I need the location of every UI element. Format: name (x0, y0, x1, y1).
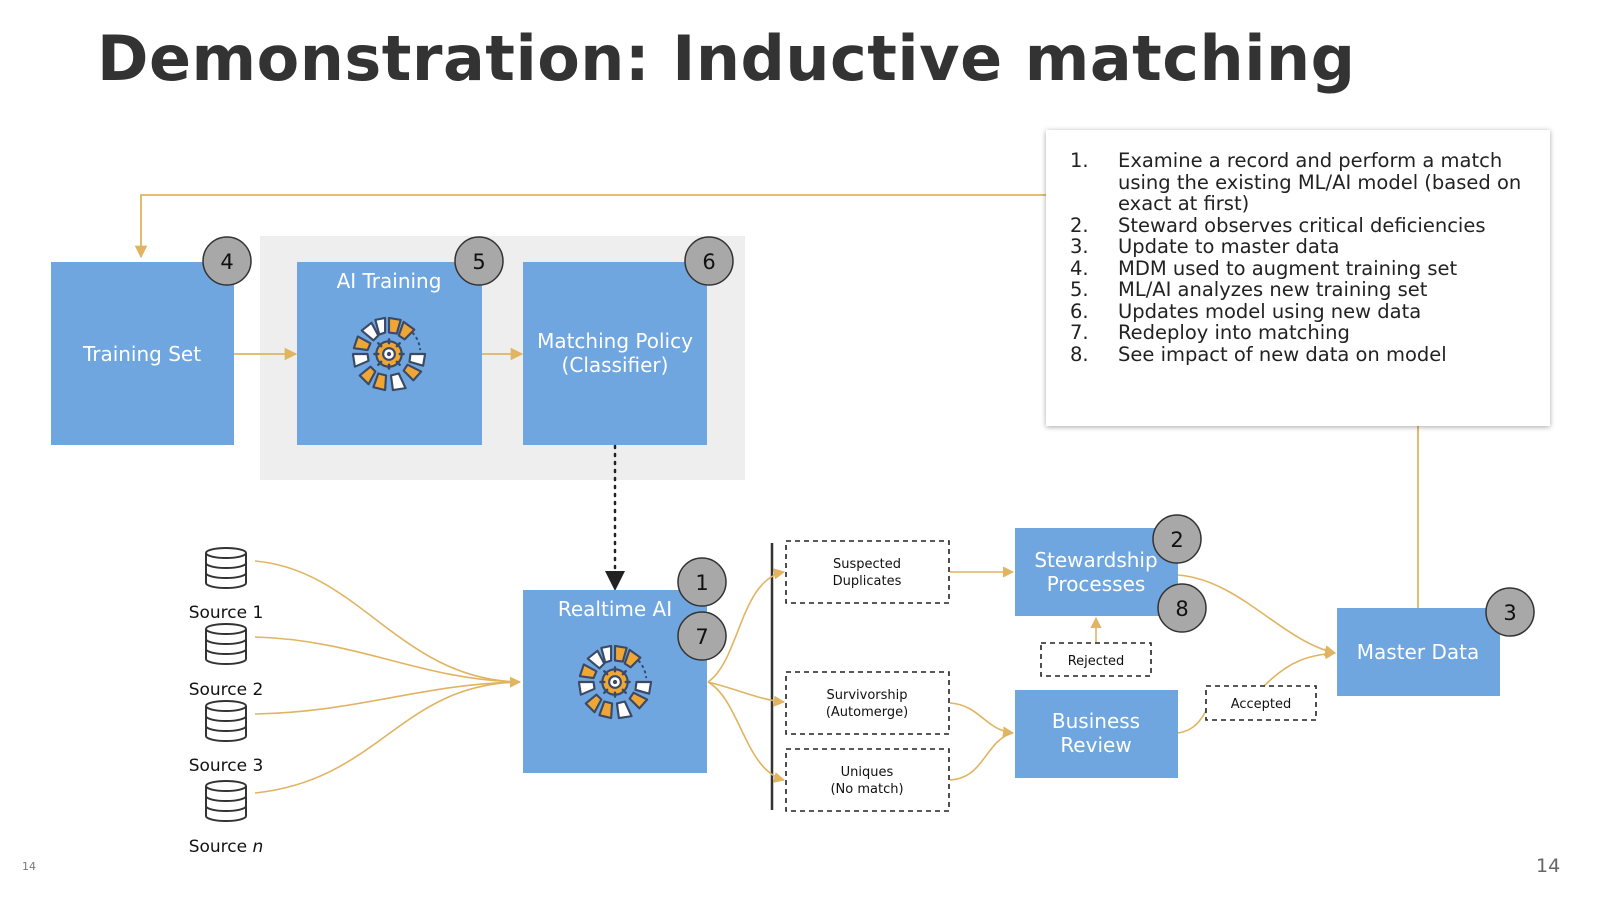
feedback-loop-line (134, 194, 1046, 259)
step-number: 4. (1070, 256, 1089, 280)
badge-8 (1157, 583, 1207, 633)
badge-1 (677, 557, 727, 607)
master-data-box: Master Data (1337, 608, 1500, 696)
realtime-ai-box: Realtime AI (523, 590, 707, 773)
step-number: 2. (1070, 213, 1089, 237)
matching-policy-box: Matching Policy (Classifier) (523, 262, 707, 445)
step-item: 1. Examine a record and perform a match u… (1070, 150, 1532, 215)
step-number: 7. (1070, 321, 1089, 344)
source-1-label: Source 1 (189, 603, 264, 623)
step-text: Redeploy into matching (1118, 321, 1350, 344)
badge-4-text: 4 (220, 250, 233, 274)
outcome-to-review-connectors (949, 566, 1337, 781)
step-item: 8. See impact of new data on model (1070, 342, 1532, 366)
step-item: 5. ML/AI analyzes new training set (1070, 279, 1532, 301)
uniques-label-line1: Uniques (841, 765, 894, 780)
page-number-left: 14 (22, 860, 36, 873)
badge-3-text: 3 (1503, 601, 1516, 625)
step-item: 6. Updates model using new data (1070, 299, 1532, 323)
accepted-box: Accepted (1205, 685, 1317, 721)
training-set-label: Training Set (82, 342, 201, 366)
ai-training-label: AI Training (337, 269, 442, 293)
step-text: See impact of new data on model (1118, 342, 1447, 366)
step-number: 8. (1070, 342, 1089, 366)
step-badges (202, 236, 1535, 661)
badge-4 (202, 236, 252, 286)
business-review-box: Business Review (1015, 690, 1178, 778)
source-n-variable: n (253, 837, 264, 857)
stewardship-label-line1: Stewardship (1034, 548, 1157, 572)
step-text: Examine a record and perform a match usi… (1118, 149, 1522, 215)
database-icon (205, 623, 247, 665)
step-text: Steward observes critical deficiencies (1118, 213, 1486, 237)
matching-policy-label-line2: (Classifier) (562, 353, 669, 377)
source-connectors (254, 560, 522, 794)
stewardship-processes-box: Stewardship Processes (1015, 528, 1178, 616)
step-text: Updates model using new data (1118, 299, 1422, 323)
training-set-box: Training Set (51, 262, 234, 445)
step-item: 4. MDM used to augment training set (1070, 256, 1532, 280)
source-n: Source n (189, 780, 264, 857)
step-number: 5. (1070, 278, 1089, 301)
rejected-box: Rejected (1040, 642, 1152, 677)
badge-7-text: 7 (695, 625, 708, 649)
business-review-label-line2: Review (1060, 733, 1131, 757)
step-number: 6. (1070, 299, 1089, 323)
step-item: 3. Update to master data (1070, 236, 1532, 258)
uniques-label-line2: (No match) (830, 782, 903, 797)
database-icon (205, 700, 247, 742)
badge-2 (1152, 514, 1202, 564)
badge-1-text: 1 (695, 571, 708, 595)
source-3-label: Source 3 (189, 756, 264, 776)
slide-title: Demonstration: Inductive matching (97, 22, 1356, 95)
survivorship-label-line1: Survivorship (826, 688, 907, 703)
matching-policy-label-line1: Matching Policy (537, 329, 693, 353)
page-number-right: 14 (1536, 855, 1561, 877)
business-review-label-line1: Business (1052, 709, 1140, 733)
step-number: 1. (1070, 149, 1089, 172)
database-icon (205, 547, 247, 589)
step-text: MDM used to augment training set (1118, 256, 1458, 280)
database-icon (205, 780, 247, 822)
badge-7 (677, 611, 727, 661)
source-1: Source 1 (189, 547, 264, 623)
survivorship-box: Survivorship (Automerge) (785, 671, 950, 735)
source-n-label: Source n (189, 837, 264, 857)
source-2: Source 2 (189, 623, 264, 700)
badge-5 (454, 236, 504, 286)
suspected-label-line2: Duplicates (833, 574, 902, 589)
realtime-ai-label: Realtime AI (558, 597, 672, 621)
suspected-duplicates-box: Suspected Duplicates (785, 540, 950, 604)
badge-numbers: 4 5 6 1 7 2 8 3 (220, 250, 1516, 649)
steps-list: 1. Examine a record and perform a match u… (1070, 150, 1532, 365)
master-data-label: Master Data (1357, 640, 1479, 664)
source-2-label: Source 2 (189, 680, 264, 700)
badge-6-text: 6 (702, 250, 715, 274)
step-text: ML/AI analyzes new training set (1118, 278, 1428, 301)
step-item: 2. Steward observes critical deficiencies (1070, 213, 1532, 237)
rejected-label: Rejected (1068, 654, 1125, 669)
steps-panel: 1. Examine a record and perform a match u… (1046, 130, 1550, 426)
source-3: Source 3 (189, 700, 264, 776)
badge-2-text: 2 (1170, 528, 1183, 552)
step-text: Update to master data (1118, 235, 1340, 258)
badge-3 (1485, 587, 1535, 637)
stewardship-label-line2: Processes (1047, 572, 1146, 596)
uniques-box: Uniques (No match) (785, 748, 950, 812)
step-number: 3. (1070, 235, 1089, 258)
ai-training-box: AI Training (297, 262, 482, 445)
step-item: 7. Redeploy into matching (1070, 322, 1532, 344)
badge-8-text: 8 (1175, 597, 1188, 621)
source-n-prefix: Source (189, 837, 253, 857)
survivorship-label-line2: (Automerge) (826, 705, 908, 720)
badge-6 (684, 236, 734, 286)
accepted-label: Accepted (1231, 697, 1292, 712)
suspected-label-line1: Suspected (833, 557, 901, 572)
realtime-to-outcome-connectors (707, 568, 786, 783)
badge-5-text: 5 (472, 250, 485, 274)
